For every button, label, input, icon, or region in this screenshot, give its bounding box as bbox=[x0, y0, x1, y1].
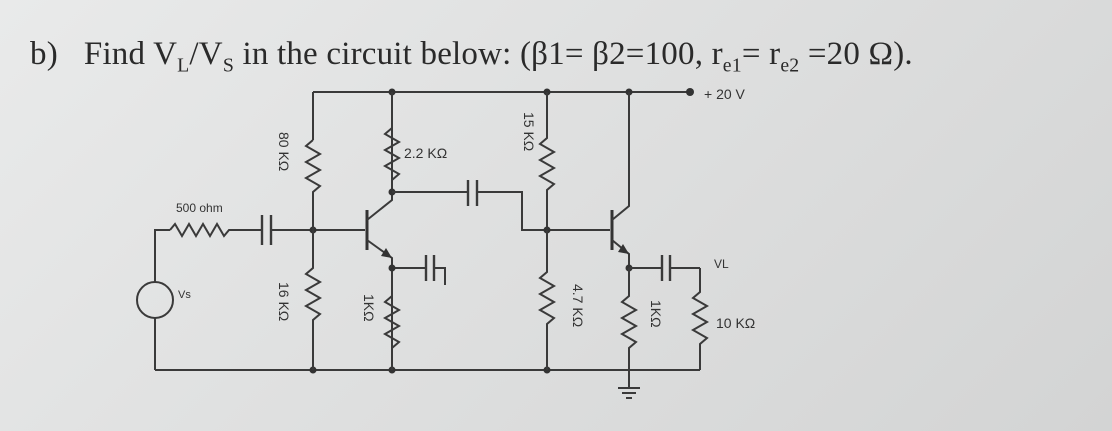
bias-resistor-top-icon bbox=[303, 139, 323, 230]
collector1-resistor-label: 2.2 KΩ bbox=[404, 145, 447, 161]
emitter2-resistor-label: 1KΩ bbox=[648, 300, 664, 328]
source-resistor-label: 500 ohm bbox=[176, 201, 223, 215]
q1-collector-wire bbox=[366, 92, 393, 221]
supply-terminal bbox=[686, 88, 694, 96]
emitter1-resistor-label: 1KΩ bbox=[361, 294, 377, 322]
load-resistor-label: 10 KΩ bbox=[716, 315, 755, 331]
question-text: b)Find VL/VS in the circuit below: (β1= … bbox=[30, 36, 913, 77]
load-resistor-icon bbox=[690, 268, 710, 370]
bias-resistor-top-label: 80 KΩ bbox=[276, 132, 292, 171]
bias-resistor-bottom-label: 16 KΩ bbox=[276, 282, 292, 321]
source-wire bbox=[154, 229, 170, 370]
source-label: Vs bbox=[178, 289, 191, 301]
collector1-resistor-icon bbox=[382, 127, 402, 181]
output-label: VL bbox=[714, 257, 729, 271]
emitter2-resistor-icon bbox=[619, 268, 639, 388]
bias2-resistor-bottom-label: 4.7 KΩ bbox=[570, 284, 586, 327]
base2-wire bbox=[477, 191, 610, 231]
question-label: b) bbox=[30, 36, 58, 72]
q2-collector-wire bbox=[611, 92, 630, 221]
bias2-resistor-bottom-icon bbox=[537, 230, 557, 370]
bias2-resistor-top-icon bbox=[537, 92, 557, 230]
bias-resistor-bottom-icon bbox=[303, 230, 323, 370]
bias2-resistor-top-label: 15 KΩ bbox=[521, 112, 537, 151]
supply-label: + 20 V bbox=[704, 86, 746, 102]
source-resistor-icon bbox=[169, 222, 262, 238]
emitter1-resistor-icon bbox=[382, 295, 402, 349]
voltage-source-icon bbox=[136, 281, 174, 319]
junction-dot bbox=[388, 264, 396, 272]
